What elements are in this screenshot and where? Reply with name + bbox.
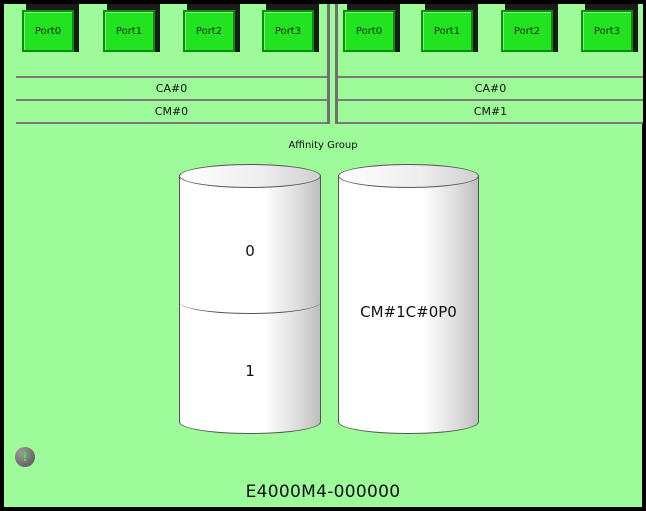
port-button[interactable]: Port2 <box>501 10 553 52</box>
cm-label[interactable]: CM#0 <box>16 100 327 124</box>
affinity-group-label: Affinity Group <box>288 140 358 151</box>
port-button[interactable]: Port3 <box>581 10 633 52</box>
port-button[interactable]: Port1 <box>421 10 473 52</box>
port-2[interactable]: Port2 <box>183 4 240 56</box>
affinity-volume-stack: 0 1 <box>179 164 321 434</box>
port-0[interactable]: Port0 <box>22 4 79 56</box>
controller-cm0: Port0 Port1 Port2 Port3 CA#0 CM#0 <box>16 4 330 124</box>
port-3[interactable]: Port3 <box>581 4 638 56</box>
port-1[interactable]: Port1 <box>103 4 160 56</box>
cache-volume-label[interactable]: CM#1C#0P0 <box>360 303 457 321</box>
ca-label[interactable]: CA#0 <box>16 76 327 101</box>
info-icon[interactable]: ! <box>15 447 35 467</box>
port-button[interactable]: Port3 <box>262 10 314 52</box>
volume-0-label[interactable]: 0 <box>245 242 255 260</box>
port-button[interactable]: Port0 <box>343 10 395 52</box>
port-0[interactable]: Port0 <box>343 4 400 56</box>
cache-volume[interactable]: CM#1C#0P0 <box>338 164 479 434</box>
device-name: E4000M4-000000 <box>245 482 401 502</box>
port-button[interactable]: Port0 <box>22 10 74 52</box>
volume-divider <box>179 290 321 314</box>
volume-1-label[interactable]: 1 <box>245 362 255 380</box>
port-3[interactable]: Port3 <box>262 4 319 56</box>
cm-label[interactable]: CM#1 <box>338 100 643 124</box>
port-button[interactable]: Port1 <box>103 10 155 52</box>
ca-label[interactable]: CA#0 <box>338 76 643 101</box>
port-button[interactable]: Port2 <box>183 10 235 52</box>
controller-cm1: Port0 Port1 Port2 Port3 CA#0 CM#1 <box>335 4 643 124</box>
port-1[interactable]: Port1 <box>421 4 478 56</box>
port-2[interactable]: Port2 <box>501 4 558 56</box>
storage-panel: Port0 Port1 Port2 Port3 CA#0 CM#0 Port0 <box>4 4 643 507</box>
